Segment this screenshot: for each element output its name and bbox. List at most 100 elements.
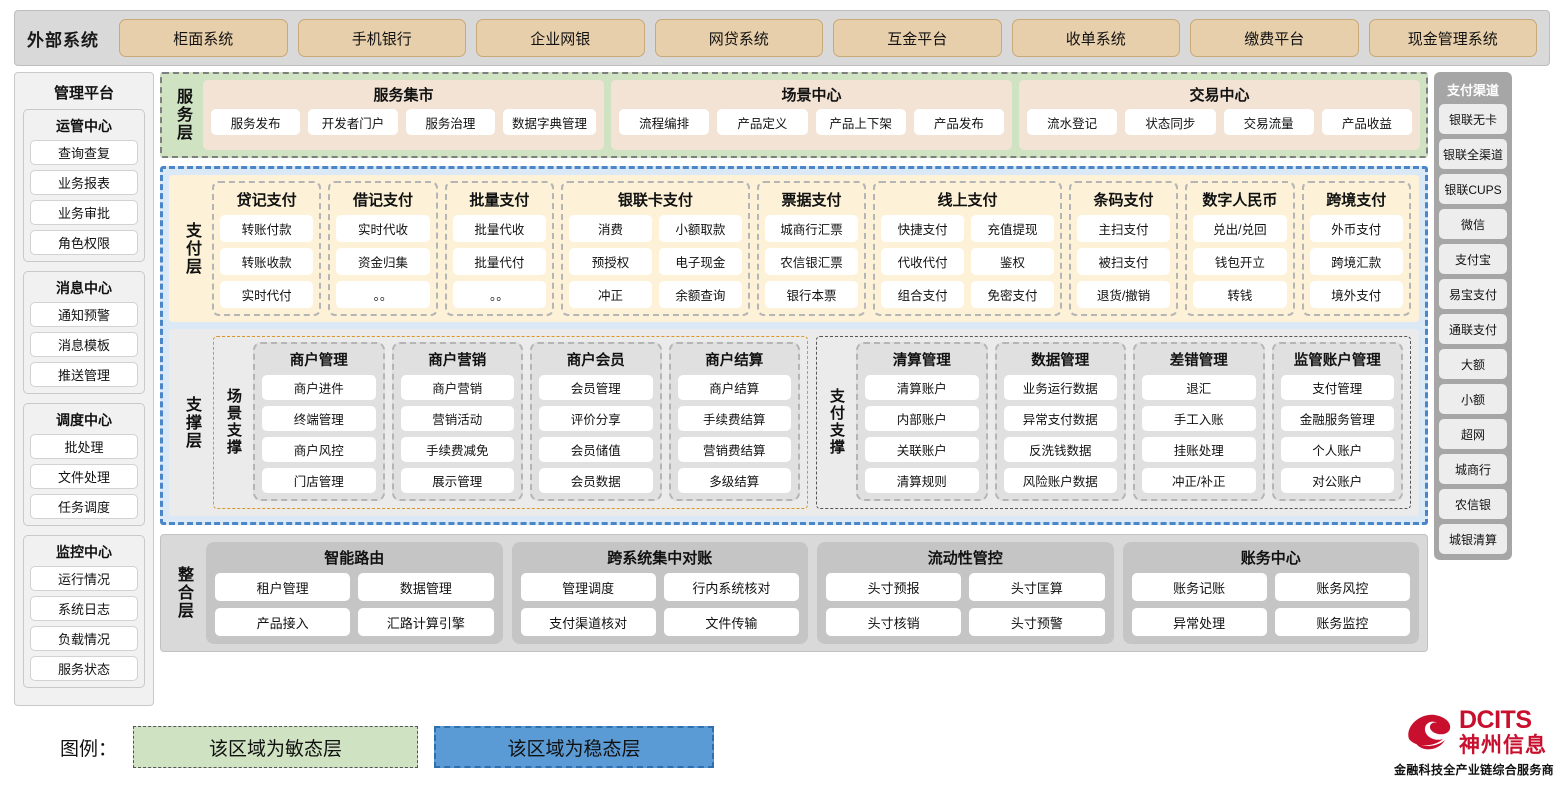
payment-item[interactable]: 组合支付 <box>881 281 965 308</box>
support-item[interactable]: 营销费结算 <box>677 437 791 462</box>
integration-item[interactable]: 文件传输 <box>663 608 799 636</box>
payment-item[interactable]: 转账付款 <box>220 215 314 242</box>
payment-channel-item[interactable]: 超网 <box>1439 419 1507 449</box>
service-item[interactable]: 流程编排 <box>619 109 710 135</box>
payment-item[interactable]: 代收代付 <box>881 248 965 275</box>
payment-channel-item[interactable]: 银联全渠道 <box>1439 139 1507 169</box>
external-system-item[interactable]: 互金平台 <box>833 19 1002 57</box>
integration-item[interactable]: 账务监控 <box>1274 608 1410 636</box>
payment-item[interactable]: 免密支付 <box>971 281 1054 308</box>
support-item[interactable]: 清算账户 <box>865 375 979 400</box>
integration-item[interactable]: 汇路计算引擎 <box>358 608 494 636</box>
payment-item[interactable]: 冲正 <box>569 281 652 308</box>
payment-item[interactable]: 外币支付 <box>1309 215 1403 242</box>
service-item[interactable]: 服务发布 <box>211 109 301 135</box>
support-item[interactable]: 商户营销 <box>400 375 514 400</box>
integration-item[interactable]: 账务风控 <box>1274 573 1410 601</box>
support-item[interactable]: 金融服务管理 <box>1280 406 1394 431</box>
management-module-item[interactable]: 业务报表 <box>30 170 138 195</box>
payment-item[interactable]: 钱包开立 <box>1193 248 1287 275</box>
payment-item[interactable]: 预授权 <box>569 248 652 275</box>
support-item[interactable]: 冲正/补正 <box>1142 468 1256 493</box>
payment-item[interactable]: 被扫支付 <box>1076 248 1171 275</box>
payment-channel-item[interactable]: 大额 <box>1439 349 1507 379</box>
payment-item[interactable]: 境外支付 <box>1309 281 1403 308</box>
support-item[interactable]: 清算规则 <box>865 468 979 493</box>
support-item[interactable]: 个人账户 <box>1280 437 1394 462</box>
payment-channel-item[interactable]: 城商行 <box>1439 454 1507 484</box>
integration-item[interactable]: 支付渠道核对 <box>520 608 656 636</box>
payment-item[interactable]: 转钱 <box>1193 281 1287 308</box>
support-item[interactable]: 异常支付数据 <box>1003 406 1117 431</box>
integration-item[interactable]: 头寸预报 <box>826 573 962 601</box>
integration-item[interactable]: 头寸匡算 <box>969 573 1105 601</box>
payment-item[interactable]: 。。 <box>452 281 547 308</box>
support-item[interactable]: 内部账户 <box>865 406 979 431</box>
payment-item[interactable]: 跨境汇款 <box>1309 248 1403 275</box>
payment-channel-item[interactable]: 农信银 <box>1439 489 1507 519</box>
payment-channel-item[interactable]: 微信 <box>1439 209 1507 239</box>
payment-item[interactable]: 鉴权 <box>971 248 1054 275</box>
management-module-item[interactable]: 批处理 <box>30 434 138 459</box>
support-item[interactable]: 挂账处理 <box>1142 437 1256 462</box>
support-item[interactable]: 会员储值 <box>539 437 653 462</box>
payment-item[interactable]: 小额取款 <box>658 215 742 242</box>
service-item[interactable]: 交易流量 <box>1223 109 1314 135</box>
payment-item[interactable]: 资金归集 <box>336 248 430 275</box>
service-item[interactable]: 产品定义 <box>717 109 808 135</box>
management-module-item[interactable]: 业务审批 <box>30 200 138 225</box>
payment-item[interactable]: 农信银汇票 <box>764 248 859 275</box>
management-module-item[interactable]: 通知预警 <box>30 302 138 327</box>
payment-item[interactable]: 电子现金 <box>658 248 742 275</box>
management-module-item[interactable]: 运行情况 <box>30 566 138 591</box>
support-item[interactable]: 多级结算 <box>677 468 791 493</box>
external-system-item[interactable]: 收单系统 <box>1011 19 1180 57</box>
external-system-item[interactable]: 手机银行 <box>297 19 466 57</box>
payment-item[interactable]: 批量代付 <box>452 248 547 275</box>
external-system-item[interactable]: 现金管理系统 <box>1368 19 1537 57</box>
support-item[interactable]: 关联账户 <box>865 437 979 462</box>
support-item[interactable]: 门店管理 <box>262 468 376 493</box>
service-item[interactable]: 数据字典管理 <box>502 109 596 135</box>
service-item[interactable]: 流水登记 <box>1027 109 1118 135</box>
payment-item[interactable]: 实时代付 <box>220 281 314 308</box>
support-item[interactable]: 风险账户数据 <box>1003 468 1117 493</box>
management-module-item[interactable]: 消息模板 <box>30 332 138 357</box>
service-item[interactable]: 产品上下架 <box>815 109 906 135</box>
payment-item[interactable]: 余额查询 <box>658 281 742 308</box>
support-item[interactable]: 评价分享 <box>539 406 653 431</box>
payment-item[interactable]: 消费 <box>569 215 652 242</box>
management-module-item[interactable]: 负载情况 <box>30 626 138 651</box>
external-system-item[interactable]: 柜面系统 <box>119 19 288 57</box>
integration-item[interactable]: 管理调度 <box>520 573 656 601</box>
management-module-item[interactable]: 推送管理 <box>30 362 138 387</box>
integration-item[interactable]: 租户管理 <box>215 573 351 601</box>
support-item[interactable]: 商户进件 <box>262 375 376 400</box>
payment-item[interactable]: 快捷支付 <box>881 215 965 242</box>
integration-item[interactable]: 头寸核销 <box>826 608 962 636</box>
management-module-item[interactable]: 文件处理 <box>30 464 138 489</box>
management-module-item[interactable]: 角色权限 <box>30 230 138 255</box>
support-item[interactable]: 商户结算 <box>677 375 791 400</box>
payment-item[interactable]: 实时代收 <box>336 215 430 242</box>
support-item[interactable]: 会员数据 <box>539 468 653 493</box>
service-item[interactable]: 开发者门户 <box>308 109 398 135</box>
support-item[interactable]: 手续费结算 <box>677 406 791 431</box>
external-system-item[interactable]: 企业网银 <box>476 19 645 57</box>
payment-item[interactable]: 充值提现 <box>971 215 1054 242</box>
integration-item[interactable]: 产品接入 <box>215 608 351 636</box>
management-module-item[interactable]: 任务调度 <box>30 494 138 519</box>
payment-channel-item[interactable]: 支付宝 <box>1439 244 1507 274</box>
support-item[interactable]: 退汇 <box>1142 375 1256 400</box>
integration-item[interactable]: 头寸预警 <box>969 608 1105 636</box>
integration-item[interactable]: 数据管理 <box>358 573 494 601</box>
payment-item[interactable]: 。。 <box>336 281 430 308</box>
integration-item[interactable]: 行内系统核对 <box>663 573 799 601</box>
payment-item[interactable]: 批量代收 <box>452 215 547 242</box>
management-module-item[interactable]: 系统日志 <box>30 596 138 621</box>
payment-item[interactable]: 主扫支付 <box>1076 215 1171 242</box>
support-item[interactable]: 商户风控 <box>262 437 376 462</box>
payment-channel-item[interactable]: 易宝支付 <box>1439 279 1507 309</box>
support-item[interactable]: 营销活动 <box>400 406 514 431</box>
external-system-item[interactable]: 网贷系统 <box>654 19 823 57</box>
